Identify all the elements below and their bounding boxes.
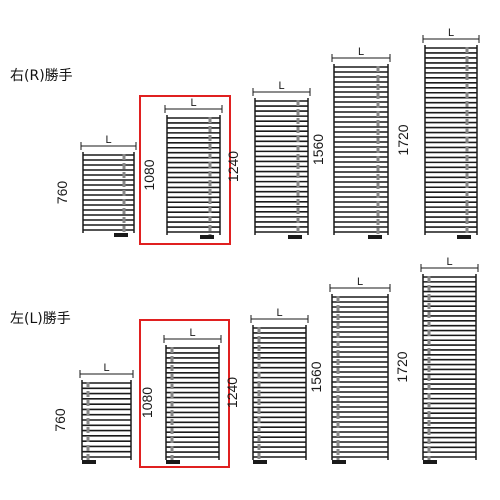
heater-right-1080: L 1080 [139,95,231,245]
width-label: L [278,80,284,92]
height-label: 1240 [225,151,241,182]
height-label: 1560 [310,134,326,165]
heater-right-1560: L 1560 [310,46,391,239]
heater-left-1240: L 1240 [224,307,309,464]
width-label: L [446,256,452,268]
height-label: 760 [54,181,70,205]
heater-right-1240: L 1240 [225,80,311,239]
width-label: L [358,46,364,58]
heater-left-760: L 760 [52,362,134,464]
height-label: 1080 [139,387,155,418]
control-box [368,235,382,239]
heater-group-left: L 760 L 1080 L 1240 L 1560 L 1720 [52,256,479,468]
height-label: 760 [52,408,68,432]
heater-left-1080: L 1080 [139,319,230,468]
control-box [332,460,346,464]
height-label: 1560 [308,361,324,392]
control-box [82,460,96,464]
control-box [200,235,214,239]
height-label: 1720 [394,351,410,382]
width-label: L [103,362,109,374]
width-label: L [190,97,196,109]
left-hand-title: 左(L)勝手 [10,311,71,327]
heater-right-760: L 760 [54,134,137,237]
heater-left-1560: L 1560 [308,276,391,464]
control-box [423,460,437,464]
heater-left-1720: L 1720 [394,256,479,464]
height-label: 1080 [141,159,157,190]
control-box [288,235,302,239]
width-label: L [189,327,195,339]
width-label: L [448,27,454,39]
height-label: 1240 [224,377,240,408]
width-label: L [105,134,111,146]
highlight-frame [139,319,230,468]
control-box [114,233,128,237]
highlight-frame [139,95,231,245]
heater-right-1720: L 1720 [395,27,480,239]
width-label: L [276,307,282,319]
heater-group-right: L 760 L 1080 L 1240 L 1560 L 1720 [54,27,480,245]
height-label: 1720 [395,124,411,155]
control-box [166,460,180,464]
width-label: L [357,276,363,288]
control-box [457,235,471,239]
right-hand-title: 右(R)勝手 [10,68,73,84]
control-box [253,460,267,464]
